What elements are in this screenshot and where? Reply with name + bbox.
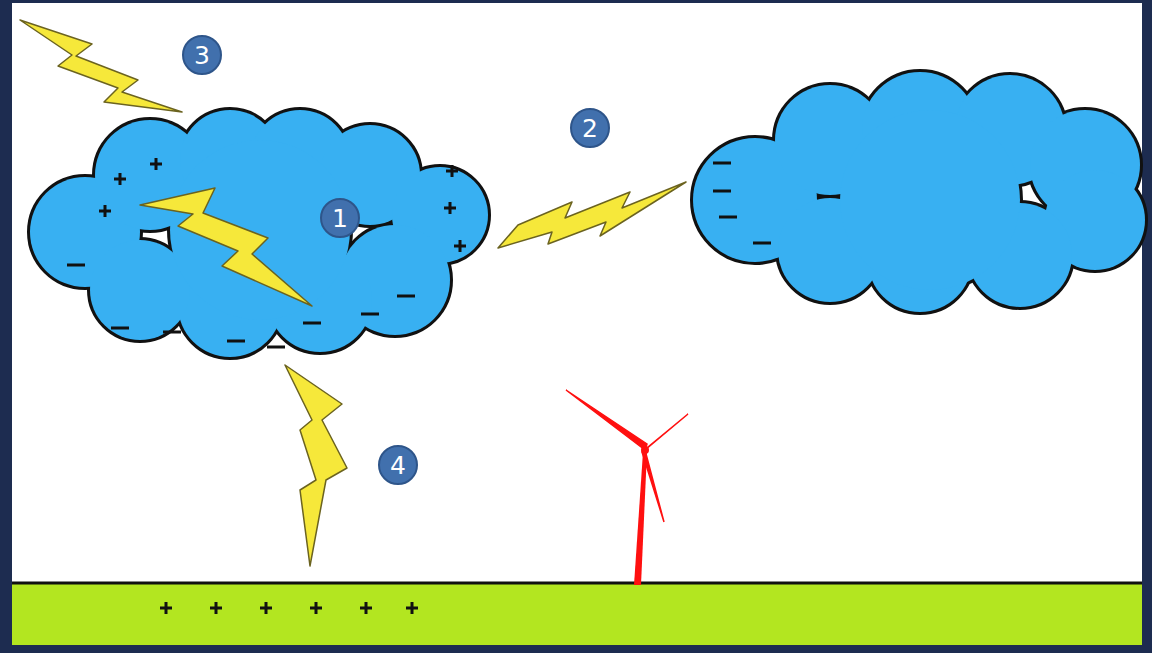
ground-line bbox=[12, 582, 1142, 585]
callout-text: 2 bbox=[582, 116, 598, 141]
callout-text: 1 bbox=[332, 206, 348, 231]
positive-charges bbox=[99, 158, 466, 614]
intra-cloud-bolt bbox=[140, 188, 312, 306]
callout-text: 3 bbox=[194, 43, 210, 68]
cloud-to-air-bolt bbox=[20, 20, 182, 112]
neighbour-cloud bbox=[693, 72, 1145, 312]
sky bbox=[12, 3, 1142, 583]
callout-number: 3 bbox=[182, 35, 222, 75]
callout-number: 1 bbox=[320, 198, 360, 238]
cloud-to-cloud-bolt bbox=[498, 182, 686, 248]
ground bbox=[12, 584, 1142, 645]
negative-charges bbox=[67, 163, 771, 347]
charged-cloud bbox=[30, 110, 488, 357]
callout-number: 4 bbox=[378, 445, 418, 485]
cloud-to-ground-bolt bbox=[285, 365, 347, 566]
wind-turbine bbox=[566, 390, 688, 585]
callout-number: 2 bbox=[570, 108, 610, 148]
callout-text: 4 bbox=[390, 453, 406, 478]
